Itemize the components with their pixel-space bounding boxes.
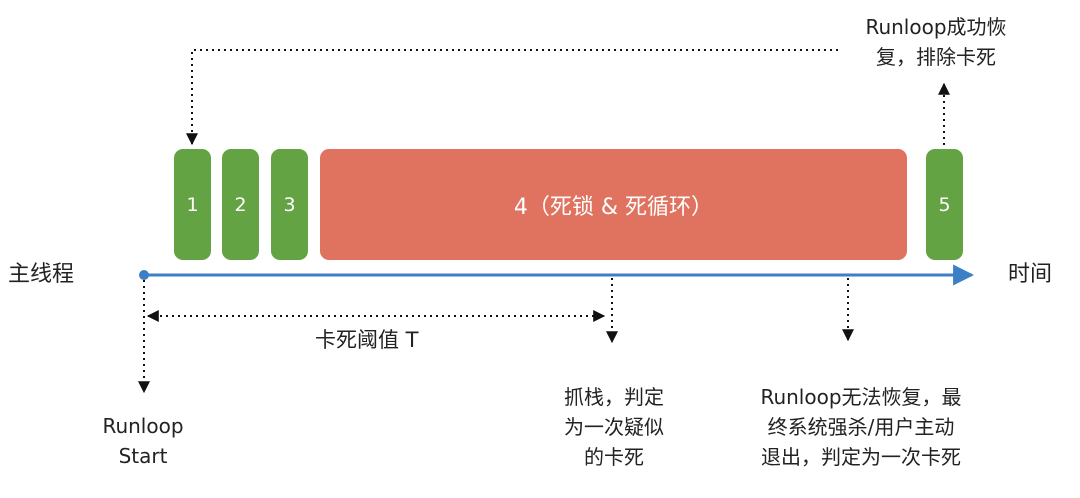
capture-stack-line-2: 为一次疑似 [564,415,664,439]
threshold-label: 卡死阈值 T [315,328,419,352]
block-4-label: 4（死锁 & 死循环） [513,194,714,220]
capture-stack-line-1: 抓栈，判定 [564,385,664,409]
capture-stack-label: 抓栈，判定 为一次疑似 的卡死 [544,382,684,472]
system-kill-line-3: 退出，判定为一次卡死 [761,445,961,469]
runloop-start-label: Runloop Start [88,411,198,471]
timeline-start-dot [139,270,149,280]
block-1: 1 [174,149,211,260]
system-kill-label: Runloop无法恢复，最 终系统强杀/用户主动 退出，判定为一次卡死 [726,382,996,472]
block-5-label: 5 [938,193,951,216]
block-5: 5 [926,149,963,260]
capture-stack-line-3: 的卡死 [584,445,644,469]
time-label: 时间 [1008,262,1053,287]
block-1-label: 1 [186,193,199,216]
recovered-line-1: Runloop成功恢 [865,15,1007,39]
block-2: 2 [222,149,259,260]
system-kill-line-1: Runloop无法恢复，最 [760,385,962,409]
block-2-label: 2 [234,193,247,216]
runloop-start-line-1: Runloop [102,414,184,438]
runloop-start-line-2: Start [118,444,168,468]
recovered-line-2: 复，排除卡死 [876,45,996,69]
system-kill-line-2: 终系统强杀/用户主动 [767,415,955,439]
block-4-deadlock: 4（死锁 & 死循环） [320,149,907,260]
recovery-loop-connector [186,49,838,146]
recovered-label: Runloop成功恢 复，排除卡死 [846,12,1026,72]
main-thread-label: 主线程 [8,262,75,287]
block-3-label: 3 [283,193,296,216]
block-3: 3 [271,149,308,260]
